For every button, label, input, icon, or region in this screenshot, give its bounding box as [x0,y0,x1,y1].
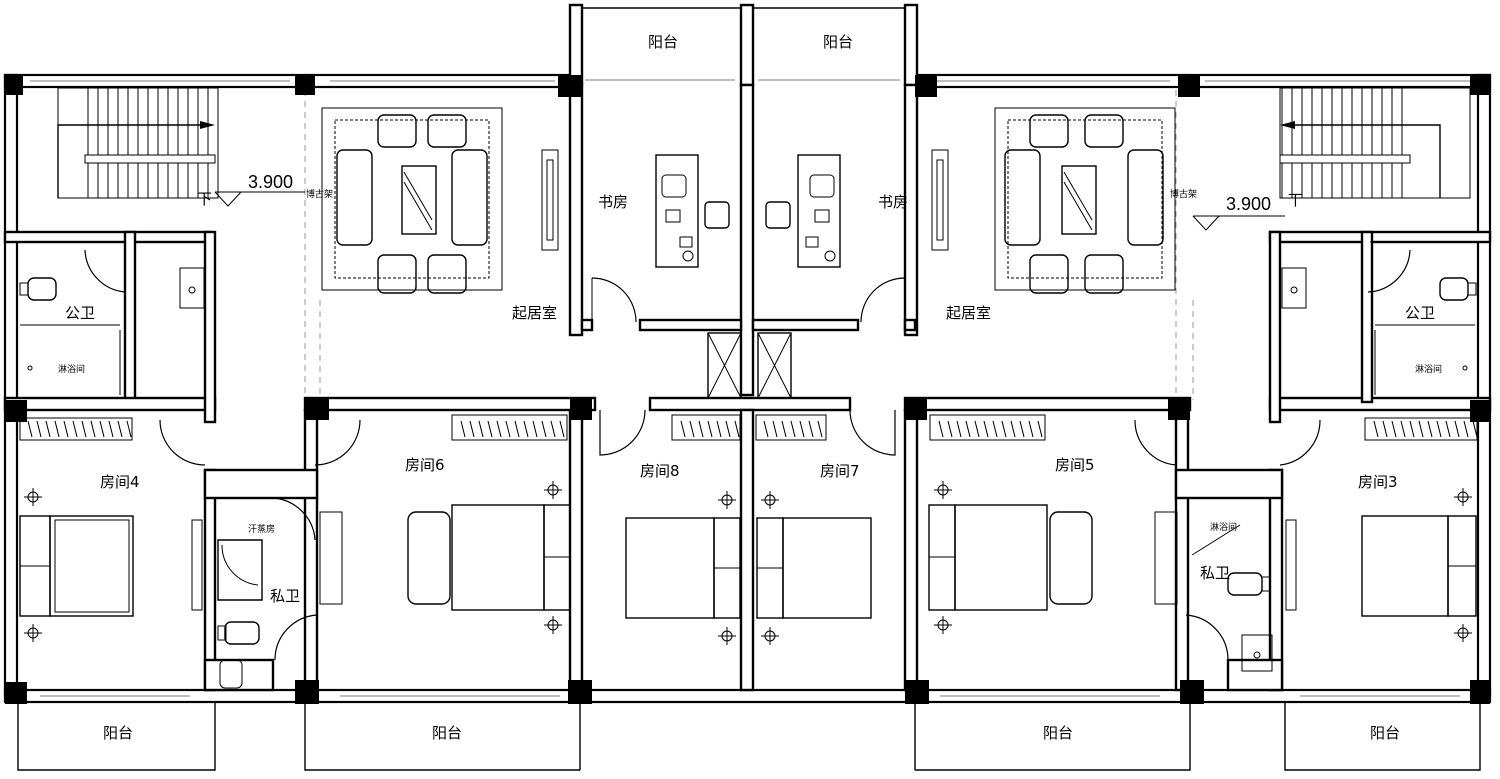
svg-text:丅: 丅 [1288,191,1303,209]
staircase-left [57,87,219,199]
svg-text:3.900: 3.900 [248,172,293,192]
elevation-marker-right: 3.900 丅 [1192,191,1303,231]
balcony-label-bottom-4: 阳台 [1370,724,1400,742]
study-desk-left [655,154,730,268]
elevation-marker-left: 3.900 下 [197,172,305,208]
room-7-label: 房间7 [820,462,860,480]
wardrobes [19,414,1478,441]
room-5-label: 房间5 [1055,456,1095,474]
staircase-right [1279,87,1471,199]
private-bath-label-left: 私卫 [270,587,300,605]
balcony-label-top-left: 阳台 [648,33,678,51]
svg-text:汗蒸房: 汗蒸房 [248,523,275,535]
room-4-label: 房间4 [100,473,140,491]
room-6-label: 房间6 [405,456,445,474]
room-labels: 阳台 阳台 书房 书房 起居室 起居室 公卫 公卫 淋浴间 淋浴间 房间4 房间… [58,33,1442,742]
balcony-label-top-right: 阳台 [823,33,853,51]
shower-label-right: 淋浴间 [1415,363,1442,375]
balcony-label-bottom-1: 阳台 [103,724,133,742]
svg-text:博古架: 博古架 [1170,188,1197,200]
svg-text:淋浴间: 淋浴间 [1210,521,1237,533]
living-room-boundaries [304,90,1194,400]
study-desk-right [765,154,841,268]
study-label-right: 书房 [878,193,908,211]
structural-columns [5,75,1490,704]
svg-text:3.900: 3.900 [1226,194,1271,214]
svg-text:下: 下 [197,190,212,208]
balcony-label-bottom-3: 阳台 [1043,724,1073,742]
living-room-sofa-set-right: 博古架 [931,107,1197,294]
living-room-sofa-set-left: 博古架 [306,107,559,294]
beds [19,481,1477,645]
doors [84,241,1411,661]
private-bath-label-right: 私卫 [1200,564,1230,582]
interior-walls [3,83,1492,692]
balcony-label-bottom-2: 阳台 [432,724,462,742]
public-bath-label-left: 公卫 [65,304,95,322]
bath-fixtures: 汗蒸房 淋浴间 [19,267,1477,689]
living-label-left: 起居室 [512,304,557,322]
room-8-label: 房间8 [640,462,680,480]
room-3-label: 房间3 [1358,473,1398,491]
shower-label-left: 淋浴间 [58,363,85,375]
living-label-right: 起居室 [946,304,991,322]
study-label-left: 书房 [598,193,628,211]
public-bath-label-right: 公卫 [1405,304,1435,322]
svg-text:博古架: 博古架 [306,188,333,200]
